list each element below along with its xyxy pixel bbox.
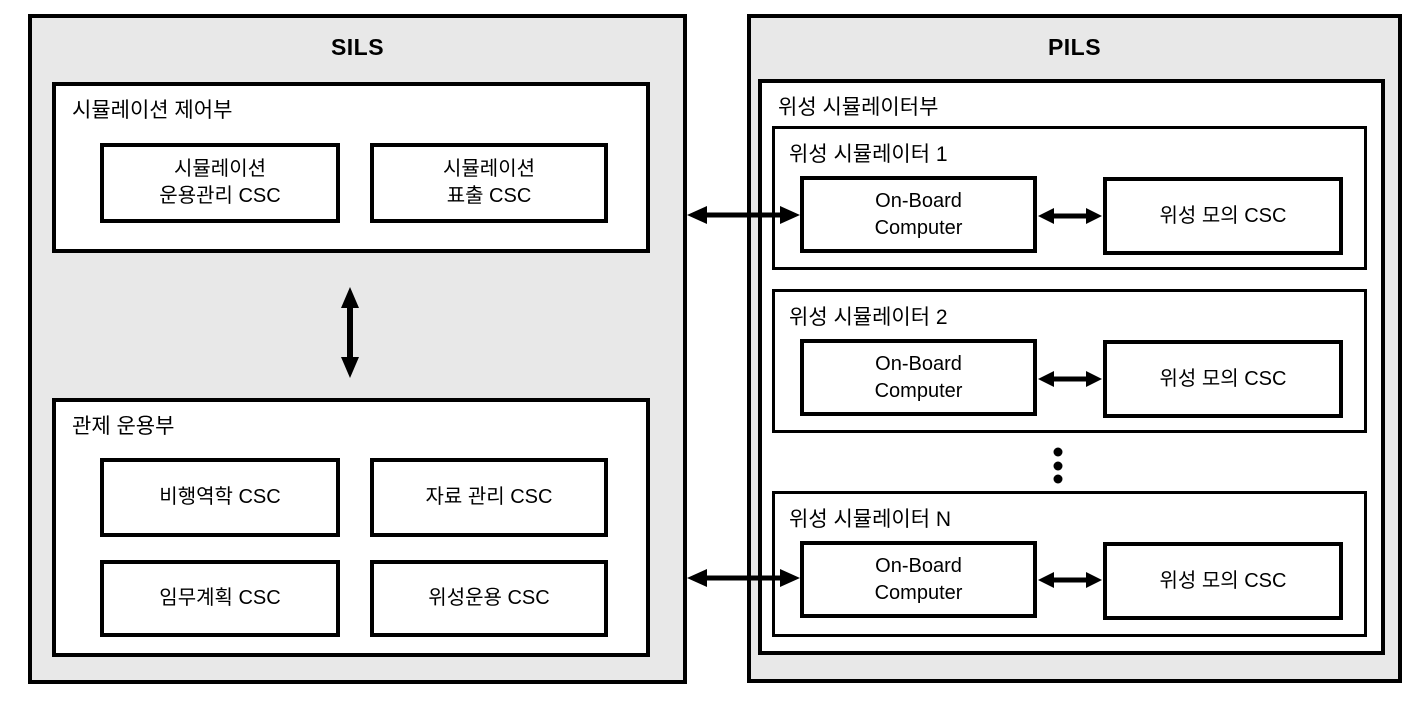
obc-label-line2: Computer: [874, 379, 963, 402]
csc-box-label: 위성운용 CSC: [428, 587, 550, 609]
mission-planning-csc-box: 임무계획 CSC: [100, 560, 340, 637]
ground-control-ops-section: 관제 운용부 비행역학 CSC 자료 관리 CSC 임무계획 CSC 위성운용 …: [52, 398, 650, 657]
simulation-display-csc-box: 시뮬레이션 표출 CSC: [370, 143, 608, 223]
csc-box-label-line1: 시뮬레이션: [174, 158, 266, 180]
csc-box-label-line1: 시뮬레이션: [443, 158, 535, 180]
satellite-simulator-1-box: 위성 시뮬레이터 1 On-Board Computer 위성 모의 CSC: [772, 126, 1367, 270]
data-management-csc-box: 자료 관리 CSC: [370, 458, 608, 537]
csc-box-label: 임무계획 CSC: [159, 587, 281, 609]
satellite-operation-csc-box: 위성운용 CSC: [370, 560, 608, 637]
csc-box-label: 비행역학 CSC: [159, 486, 281, 508]
pils-panel: PILS 위성 시뮬레이터부 위성 시뮬레이터 1 On-Board Compu…: [747, 14, 1402, 683]
obc-label-line1: On-Board: [875, 352, 962, 375]
satellite-simulator-section: 위성 시뮬레이터부 위성 시뮬레이터 1 On-Board Computer 위…: [758, 79, 1385, 655]
csc-box-label: 자료 관리 CSC: [425, 486, 553, 508]
simulator-label: 위성 시뮬레이터 1: [789, 143, 948, 166]
csc-box-label: 위성 모의 CSC: [1159, 569, 1287, 592]
pils-title: PILS: [1047, 34, 1102, 60]
satellite-simulator-section-label: 위성 시뮬레이터부: [778, 96, 939, 119]
sils-title: SILS: [330, 34, 385, 60]
on-board-computer-box: On-Board Computer: [800, 339, 1037, 416]
ground-control-ops-label: 관제 운용부: [72, 415, 175, 438]
satellite-simulator-2-box: 위성 시뮬레이터 2 On-Board Computer 위성 모의 CSC: [772, 289, 1367, 433]
flight-dynamics-csc-box: 비행역학 CSC: [100, 458, 340, 537]
satellite-sim-csc-box: 위성 모의 CSC: [1103, 340, 1343, 418]
satellite-simulator-n-box: 위성 시뮬레이터 N On-Board Computer 위성 모의 CSC: [772, 491, 1367, 637]
csc-box-label-line2: 운용관리 CSC: [159, 185, 281, 207]
csc-box-label: 위성 모의 CSC: [1159, 367, 1287, 390]
simulation-control-section: 시뮬레이션 제어부 시뮬레이션 운용관리 CSC 시뮬레이션 표출 CSC: [52, 82, 650, 253]
obc-label-line1: On-Board: [875, 189, 962, 212]
csc-box-label: 위성 모의 CSC: [1159, 204, 1287, 227]
simulation-ops-management-csc-box: 시뮬레이션 운용관리 CSC: [100, 143, 340, 223]
simulation-control-label: 시뮬레이션 제어부: [72, 99, 233, 122]
obc-label-line2: Computer: [874, 216, 963, 239]
on-board-computer-box: On-Board Computer: [800, 541, 1037, 618]
csc-box-label-line2: 표출 CSC: [446, 185, 532, 207]
sils-panel: SILS 시뮬레이션 제어부 시뮬레이션 운용관리 CSC 시뮬레이션 표출 C…: [28, 14, 687, 684]
satellite-sim-csc-box: 위성 모의 CSC: [1103, 177, 1343, 255]
satellite-sim-csc-box: 위성 모의 CSC: [1103, 542, 1343, 620]
simulator-label: 위성 시뮬레이터 N: [789, 508, 952, 531]
obc-label-line2: Computer: [874, 581, 963, 604]
obc-label-line1: On-Board: [875, 554, 962, 577]
on-board-computer-box: On-Board Computer: [800, 176, 1037, 253]
simulator-label: 위성 시뮬레이터 2: [789, 306, 948, 329]
